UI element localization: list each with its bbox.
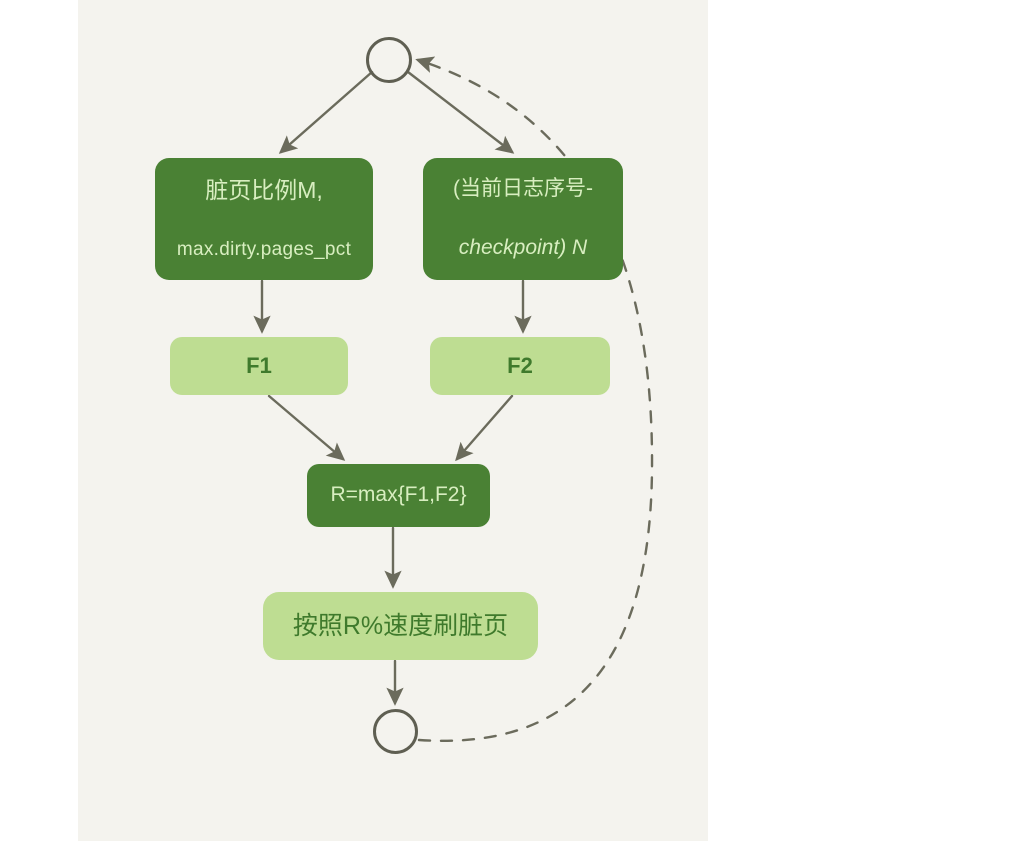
node-log-sequence[interactable]: (当前日志序号- checkpoint) N — [423, 158, 623, 280]
node-dirty-page-ratio-line1: 脏页比例M, — [205, 176, 323, 203]
node-r-max[interactable]: R=max{F1,F2} — [307, 464, 490, 527]
node-flush-dirty-pages-label: 按照R%速度刷脏页 — [292, 612, 509, 640]
node-end[interactable] — [373, 709, 418, 754]
node-dirty-page-ratio[interactable]: 脏页比例M, max.dirty.pages_pct — [155, 158, 373, 280]
node-f2[interactable]: F2 — [430, 337, 610, 395]
node-dirty-page-ratio-line2: max.dirty.pages_pct — [176, 239, 352, 260]
node-f1-label: F1 — [246, 352, 272, 378]
node-f2-label: F2 — [507, 352, 533, 378]
node-flush-dirty-pages[interactable]: 按照R%速度刷脏页 — [263, 592, 538, 660]
node-r-max-label: R=max{F1,F2} — [330, 483, 467, 507]
node-start[interactable] — [366, 37, 412, 83]
node-log-sequence-line2: checkpoint) N — [458, 236, 588, 260]
node-log-sequence-line1: (当前日志序号- — [453, 176, 593, 200]
node-f1[interactable]: F1 — [170, 337, 348, 395]
